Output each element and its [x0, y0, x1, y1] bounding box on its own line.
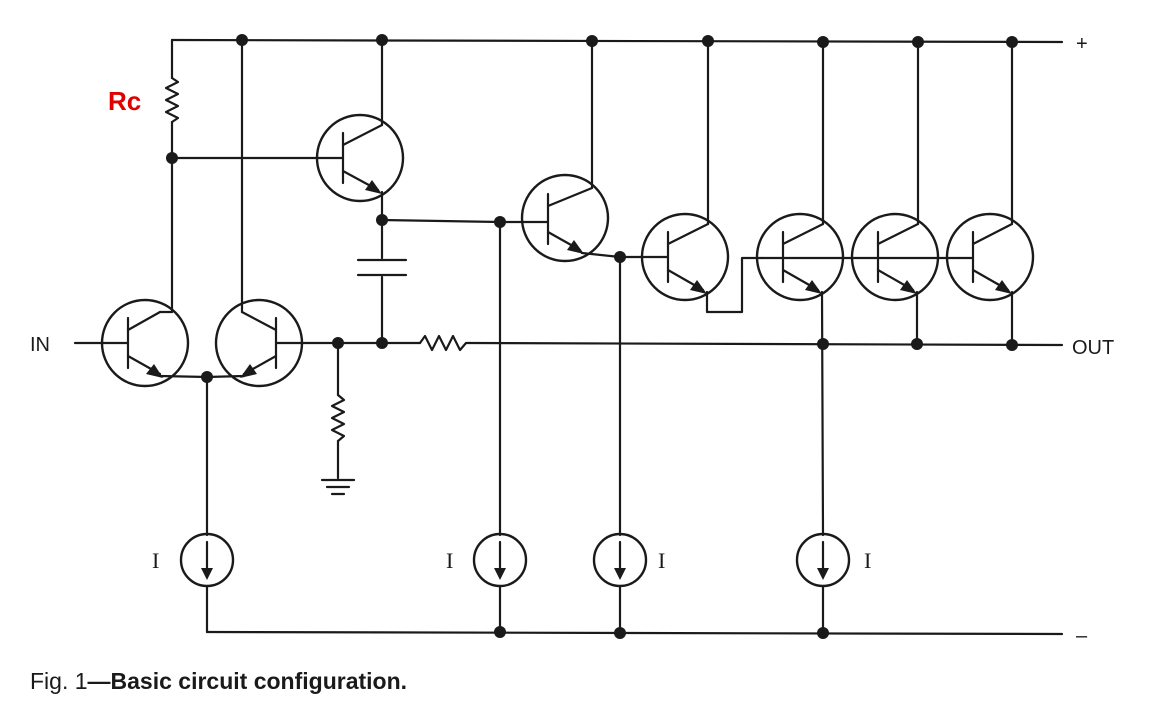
transistor-q6: [755, 40, 962, 537]
rc-resistor: [164, 38, 320, 314]
input-transistor-q1: [73, 298, 209, 388]
current-source-2: [472, 220, 528, 634]
feedback-resistor: [336, 334, 472, 352]
output-line: [468, 341, 1064, 347]
figure-number: Fig. 1: [30, 668, 88, 694]
transistor-q2: [205, 38, 340, 388]
current-label-4: I: [864, 548, 871, 573]
current-label-2: I: [446, 548, 453, 573]
rc-label: Rc: [108, 86, 141, 116]
current-source-3: [592, 255, 648, 634]
figure-caption: Fig. 1—Basic circuit configuration.: [30, 668, 407, 695]
out-label: OUT: [1072, 337, 1114, 359]
tail-current-source: [179, 375, 235, 634]
transistor-q7: [850, 40, 940, 346]
positive-rail: [170, 38, 1064, 44]
current-label-3: I: [658, 548, 665, 573]
figure-caption-text: —Basic circuit configuration.: [87, 668, 408, 694]
minus-label: –: [1076, 625, 1088, 647]
current-label-1: I: [152, 548, 159, 573]
transistor-q4: [498, 38, 644, 263]
current-source-4: [795, 532, 851, 635]
transistor-q8: [945, 40, 1035, 347]
junction-dots: [166, 34, 1018, 639]
transistor-q5: [640, 39, 764, 314]
in-label: IN: [30, 334, 50, 356]
negative-rail: [205, 630, 1064, 636]
transistor-q3: [315, 38, 502, 224]
bias-resistor-to-ground: [320, 341, 356, 496]
capacitor: [356, 218, 408, 345]
plus-label: +: [1076, 33, 1088, 55]
